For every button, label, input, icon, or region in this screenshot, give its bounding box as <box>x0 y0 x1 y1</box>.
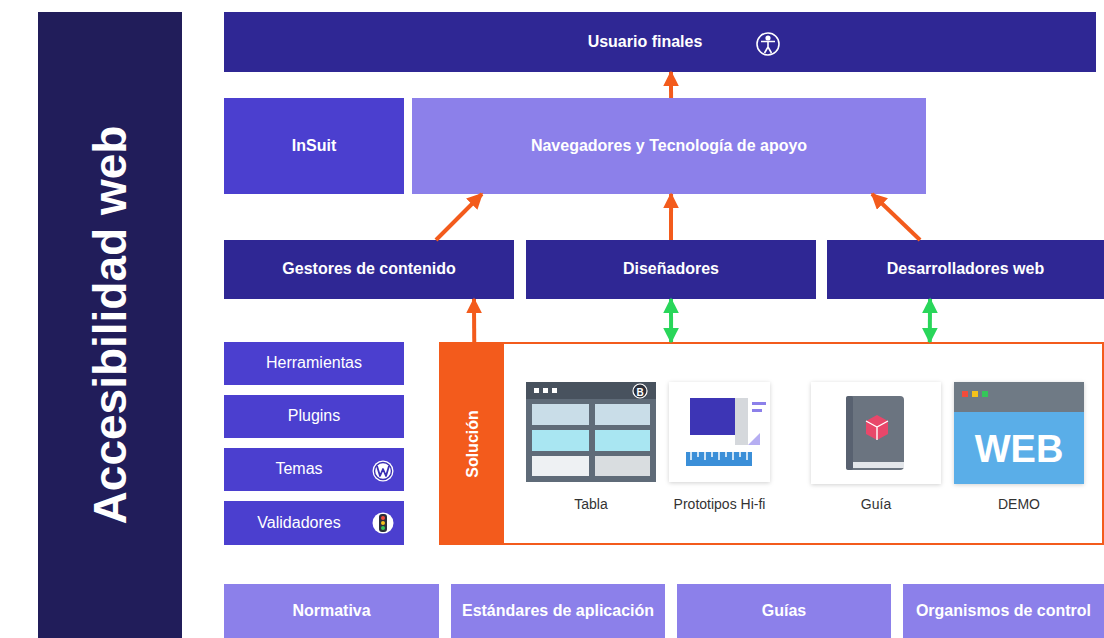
traffic-light-icon <box>373 513 394 534</box>
node-label: Accesibilidad web <box>84 126 137 525</box>
ruler-tick <box>697 452 699 457</box>
double-arrow <box>928 299 932 342</box>
vertical-title-band: Accesibilidad web <box>38 12 182 638</box>
node-label: Desarrolladores web <box>887 260 1044 278</box>
node-label: InSuit <box>292 137 336 155</box>
text-block: InSuit <box>292 137 336 155</box>
flow-arrow <box>436 194 482 240</box>
table-illustration <box>526 382 656 482</box>
text-block: DEMO <box>998 496 1040 512</box>
text-block: Accesibilidad web <box>84 126 137 525</box>
process-box: Diseñadores <box>526 240 816 299</box>
icon-text: B <box>636 387 643 398</box>
ruler-tick <box>739 452 741 457</box>
tool-box: Plugins <box>224 395 404 438</box>
ruler-tick <box>746 452 748 460</box>
icon-text: WEB <box>975 428 1064 470</box>
text-block: Tabla <box>574 496 607 512</box>
node-label: Diseñadores <box>623 260 719 278</box>
node-label: Usuario finales <box>588 33 703 51</box>
node-label: Herramientas <box>266 354 362 372</box>
node-label: Prototipos Hi-fi <box>674 496 766 512</box>
process-box: InSuit <box>224 98 404 194</box>
tool-box: Herramientas <box>224 342 404 385</box>
flow-arrow <box>472 299 476 342</box>
guide-illustration <box>811 382 941 484</box>
accessibility-icon <box>757 33 779 55</box>
text-block: Desarrolladores web <box>887 260 1044 278</box>
prototype-illustration <box>669 382 770 482</box>
node-label: Normativa <box>292 602 370 620</box>
text-block: Usuario finales <box>588 33 703 51</box>
ruler-tick <box>690 452 692 460</box>
text-block: Validadores <box>257 514 340 532</box>
process-box: Desarrolladores web <box>827 240 1104 299</box>
reference-box: Guías <box>677 584 891 638</box>
ruler-tick <box>718 452 720 460</box>
node-label: Solución <box>464 410 482 478</box>
text-block: Organismos de control <box>916 602 1091 620</box>
text-block: Gestores de contenido <box>282 260 455 278</box>
text-block: Solución <box>464 410 482 478</box>
text-block: Plugins <box>288 407 340 425</box>
text-block: Herramientas <box>266 354 362 372</box>
text-block: Prototipos Hi-fi <box>674 496 766 512</box>
node-label: Gestores de contenido <box>282 260 455 278</box>
ruler-tick <box>704 452 706 460</box>
text-block: Estándares de aplicación <box>462 602 654 620</box>
wordpress-icon <box>373 461 394 482</box>
process-box: Gestores de contenido <box>224 240 514 299</box>
web-demo-illustration <box>954 382 1084 484</box>
node-label: Validadores <box>257 514 340 532</box>
text-block: Navegadores y Tecnología de apoyo <box>531 137 807 155</box>
text-block: Guía <box>861 496 891 512</box>
node-label: Tabla <box>574 496 607 512</box>
process-box: Navegadores y Tecnología de apoyo <box>412 98 926 194</box>
reference-box: Normativa <box>224 584 439 638</box>
node-label: Navegadores y Tecnología de apoyo <box>531 137 807 155</box>
node-label: DEMO <box>998 496 1040 512</box>
text-block: Guías <box>762 602 806 620</box>
text-block: Temas <box>275 460 322 478</box>
ruler-tick <box>732 452 734 460</box>
icon-label-holder: WEB <box>975 428 1064 471</box>
ruler-tick <box>725 452 727 457</box>
flow-arrow <box>669 72 673 98</box>
node-label: Organismos de control <box>916 602 1091 620</box>
flow-arrow <box>669 194 673 240</box>
ruler-tick <box>711 452 713 457</box>
node-label: Guías <box>762 602 806 620</box>
top-bar: Usuario finales <box>224 12 1096 72</box>
text-block: Normativa <box>292 602 370 620</box>
node-label: Temas <box>275 460 322 478</box>
node-label: Plugins <box>288 407 340 425</box>
reference-box: Estándares de aplicación <box>451 584 665 638</box>
node-label: Guía <box>861 496 891 512</box>
double-arrow <box>669 299 673 342</box>
text-block: Diseñadores <box>623 260 719 278</box>
icon-label-holder: B <box>636 382 643 400</box>
node-label: Estándares de aplicación <box>462 602 654 620</box>
reference-box: Organismos de control <box>903 584 1104 638</box>
flow-arrow <box>872 194 920 240</box>
